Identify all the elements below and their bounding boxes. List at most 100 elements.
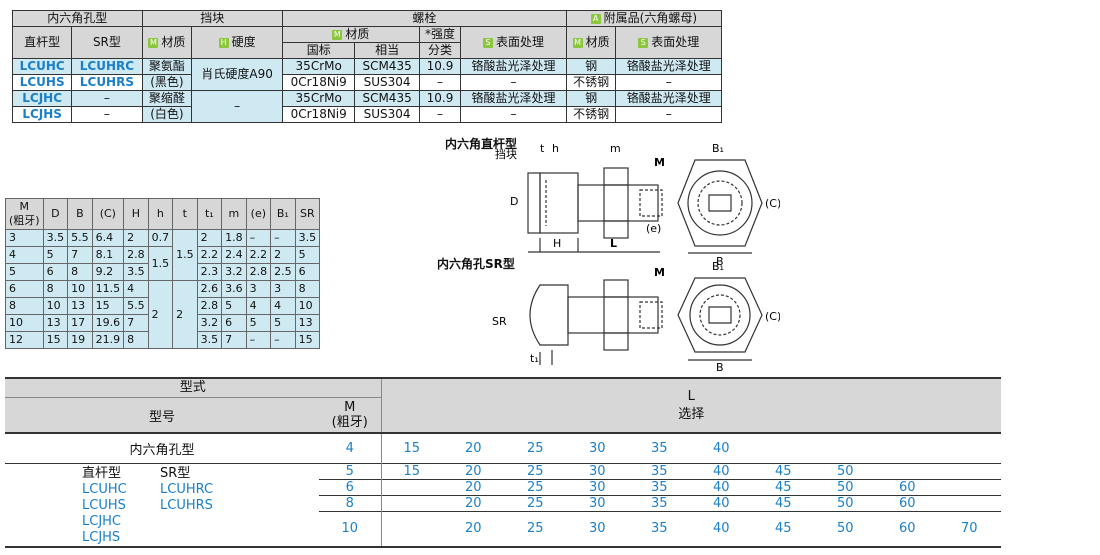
cell: 7 <box>67 246 93 264</box>
bolt-drawings: 挡块 t h m M B₁ D (C) (e) H L B M B₁ SR (C… <box>492 142 780 372</box>
spec-header-block: 挡块 <box>141 10 283 27</box>
l-value: 25 <box>527 463 544 479</box>
dims-header: D <box>42 198 69 230</box>
cell: 钢 <box>565 90 617 107</box>
model-code: LCUHS <box>11 74 73 91</box>
hardness-icon: H <box>218 37 229 48</box>
cell: 12 <box>5 331 44 349</box>
cell: 3 <box>270 280 296 298</box>
label-t: t <box>540 142 545 155</box>
l-value <box>939 433 1001 463</box>
cell: 21.9 <box>91 331 125 349</box>
cell: 7 <box>221 331 247 349</box>
cell: 0Cr18Ni9 <box>281 106 356 123</box>
dims-header: (e) <box>245 198 272 230</box>
l-value: 60 <box>899 496 916 512</box>
l-value: 50 <box>837 463 854 479</box>
cell: 1.5 <box>172 229 198 281</box>
cell: 5 <box>42 246 69 264</box>
l-value: 30 <box>589 496 606 512</box>
dims-header: H <box>123 198 149 230</box>
table-row: LCUHS LCUHRS (黑色) 0Cr18Ni9 SUS304 – – 不锈… <box>11 74 722 91</box>
label-m: m <box>610 142 621 155</box>
l-value <box>877 433 939 463</box>
l-value: 15 <box>403 463 421 479</box>
header-type: 型式 <box>5 377 382 398</box>
label-block: 挡块 <box>495 147 517 161</box>
table-row: 4 5 7 8.1 2.8 1.5 2.2 2.4 2.2 2 5 <box>5 246 321 281</box>
cell: 2 <box>172 280 198 349</box>
dims-header: B₁ <box>270 198 296 230</box>
cell: 8.1 <box>91 246 125 264</box>
model-code: LCUHRC <box>71 58 143 75</box>
cell: 8 <box>42 280 69 298</box>
cell: – <box>71 106 143 123</box>
cell: 5 <box>245 314 272 332</box>
label-h: h <box>552 142 559 155</box>
dims-header: SR <box>294 198 321 230</box>
cell: 5.5 <box>123 297 149 315</box>
l-value: 20 <box>465 521 482 537</box>
l-value: 40 <box>713 463 730 479</box>
cell: 35CrMo <box>281 90 356 107</box>
l-value: 25 <box>527 479 544 495</box>
cell: 10 <box>294 297 321 315</box>
model-code: LCUHC <box>11 58 73 75</box>
dims-header: t <box>172 198 198 230</box>
table-row: 内六角孔型 4 15 20 25 30 35 40 <box>5 433 1001 463</box>
cell: 铬酸盐光泽处理 <box>460 90 567 107</box>
l-value: 20 <box>465 496 482 512</box>
cell: 8 <box>67 263 93 281</box>
header-model: 型号 <box>5 397 319 433</box>
cell: 肖氏硬度A90 <box>191 58 283 91</box>
m-value: 10 <box>319 511 382 547</box>
label-c: (C) <box>765 197 780 210</box>
label-thread-m-sr: M <box>654 266 665 279</box>
cell: 9.2 <box>91 263 125 281</box>
cell: 聚氨酯 <box>141 58 193 75</box>
dims-table: M (粗牙) D B (C) H h t t₁ m (e) B₁ SR 3 3.… <box>5 198 321 349</box>
label-b1-sr: B₁ <box>712 260 724 273</box>
l-value: 15 <box>403 440 421 456</box>
cell: – <box>615 74 722 91</box>
cell: 7 <box>123 314 149 332</box>
sr-head-shape <box>529 284 569 346</box>
cell: 4 <box>123 280 149 298</box>
model-code: LCUHRS <box>160 497 213 513</box>
model-code: LCJHC <box>11 90 73 107</box>
l-value: 50 <box>837 521 854 537</box>
model-code: LCUHRS <box>71 74 143 91</box>
l-value: 45 <box>775 463 792 479</box>
surface-icon: S <box>638 37 649 48</box>
cell: 17 <box>67 314 93 332</box>
cell: 3 <box>245 280 272 298</box>
cell: 1.8 <box>221 229 247 247</box>
l-value: 20 <box>465 463 482 479</box>
label-sr: SR <box>492 315 507 328</box>
l-value <box>381 512 443 547</box>
cell: 2.4 <box>221 246 247 264</box>
cell: 3.6 <box>221 280 247 298</box>
cell: 2.8 <box>123 246 149 264</box>
cell: 10 <box>67 280 93 298</box>
model-code: LCJHS <box>11 106 73 123</box>
l-value: 40 <box>713 521 730 537</box>
table-row: LCUHC LCUHRC 聚氨酯 肖氏硬度A90 35CrMo SCM435 1… <box>11 58 722 91</box>
cell: 0.7 <box>147 229 174 247</box>
cell: 2.2 <box>245 246 272 264</box>
cell: – <box>460 74 567 91</box>
material-icon: M <box>148 37 159 48</box>
m-value: 8 <box>319 495 382 512</box>
l-value <box>877 463 939 479</box>
cell: 19.6 <box>91 314 125 332</box>
cell: 不锈钢 <box>565 106 617 123</box>
cell: 6 <box>42 263 69 281</box>
label-b-sr: B <box>716 361 724 372</box>
cell: – <box>71 90 143 107</box>
cell: 1.5 <box>147 246 174 281</box>
cell: 3 <box>5 229 44 247</box>
m-value: 4 <box>319 433 382 463</box>
